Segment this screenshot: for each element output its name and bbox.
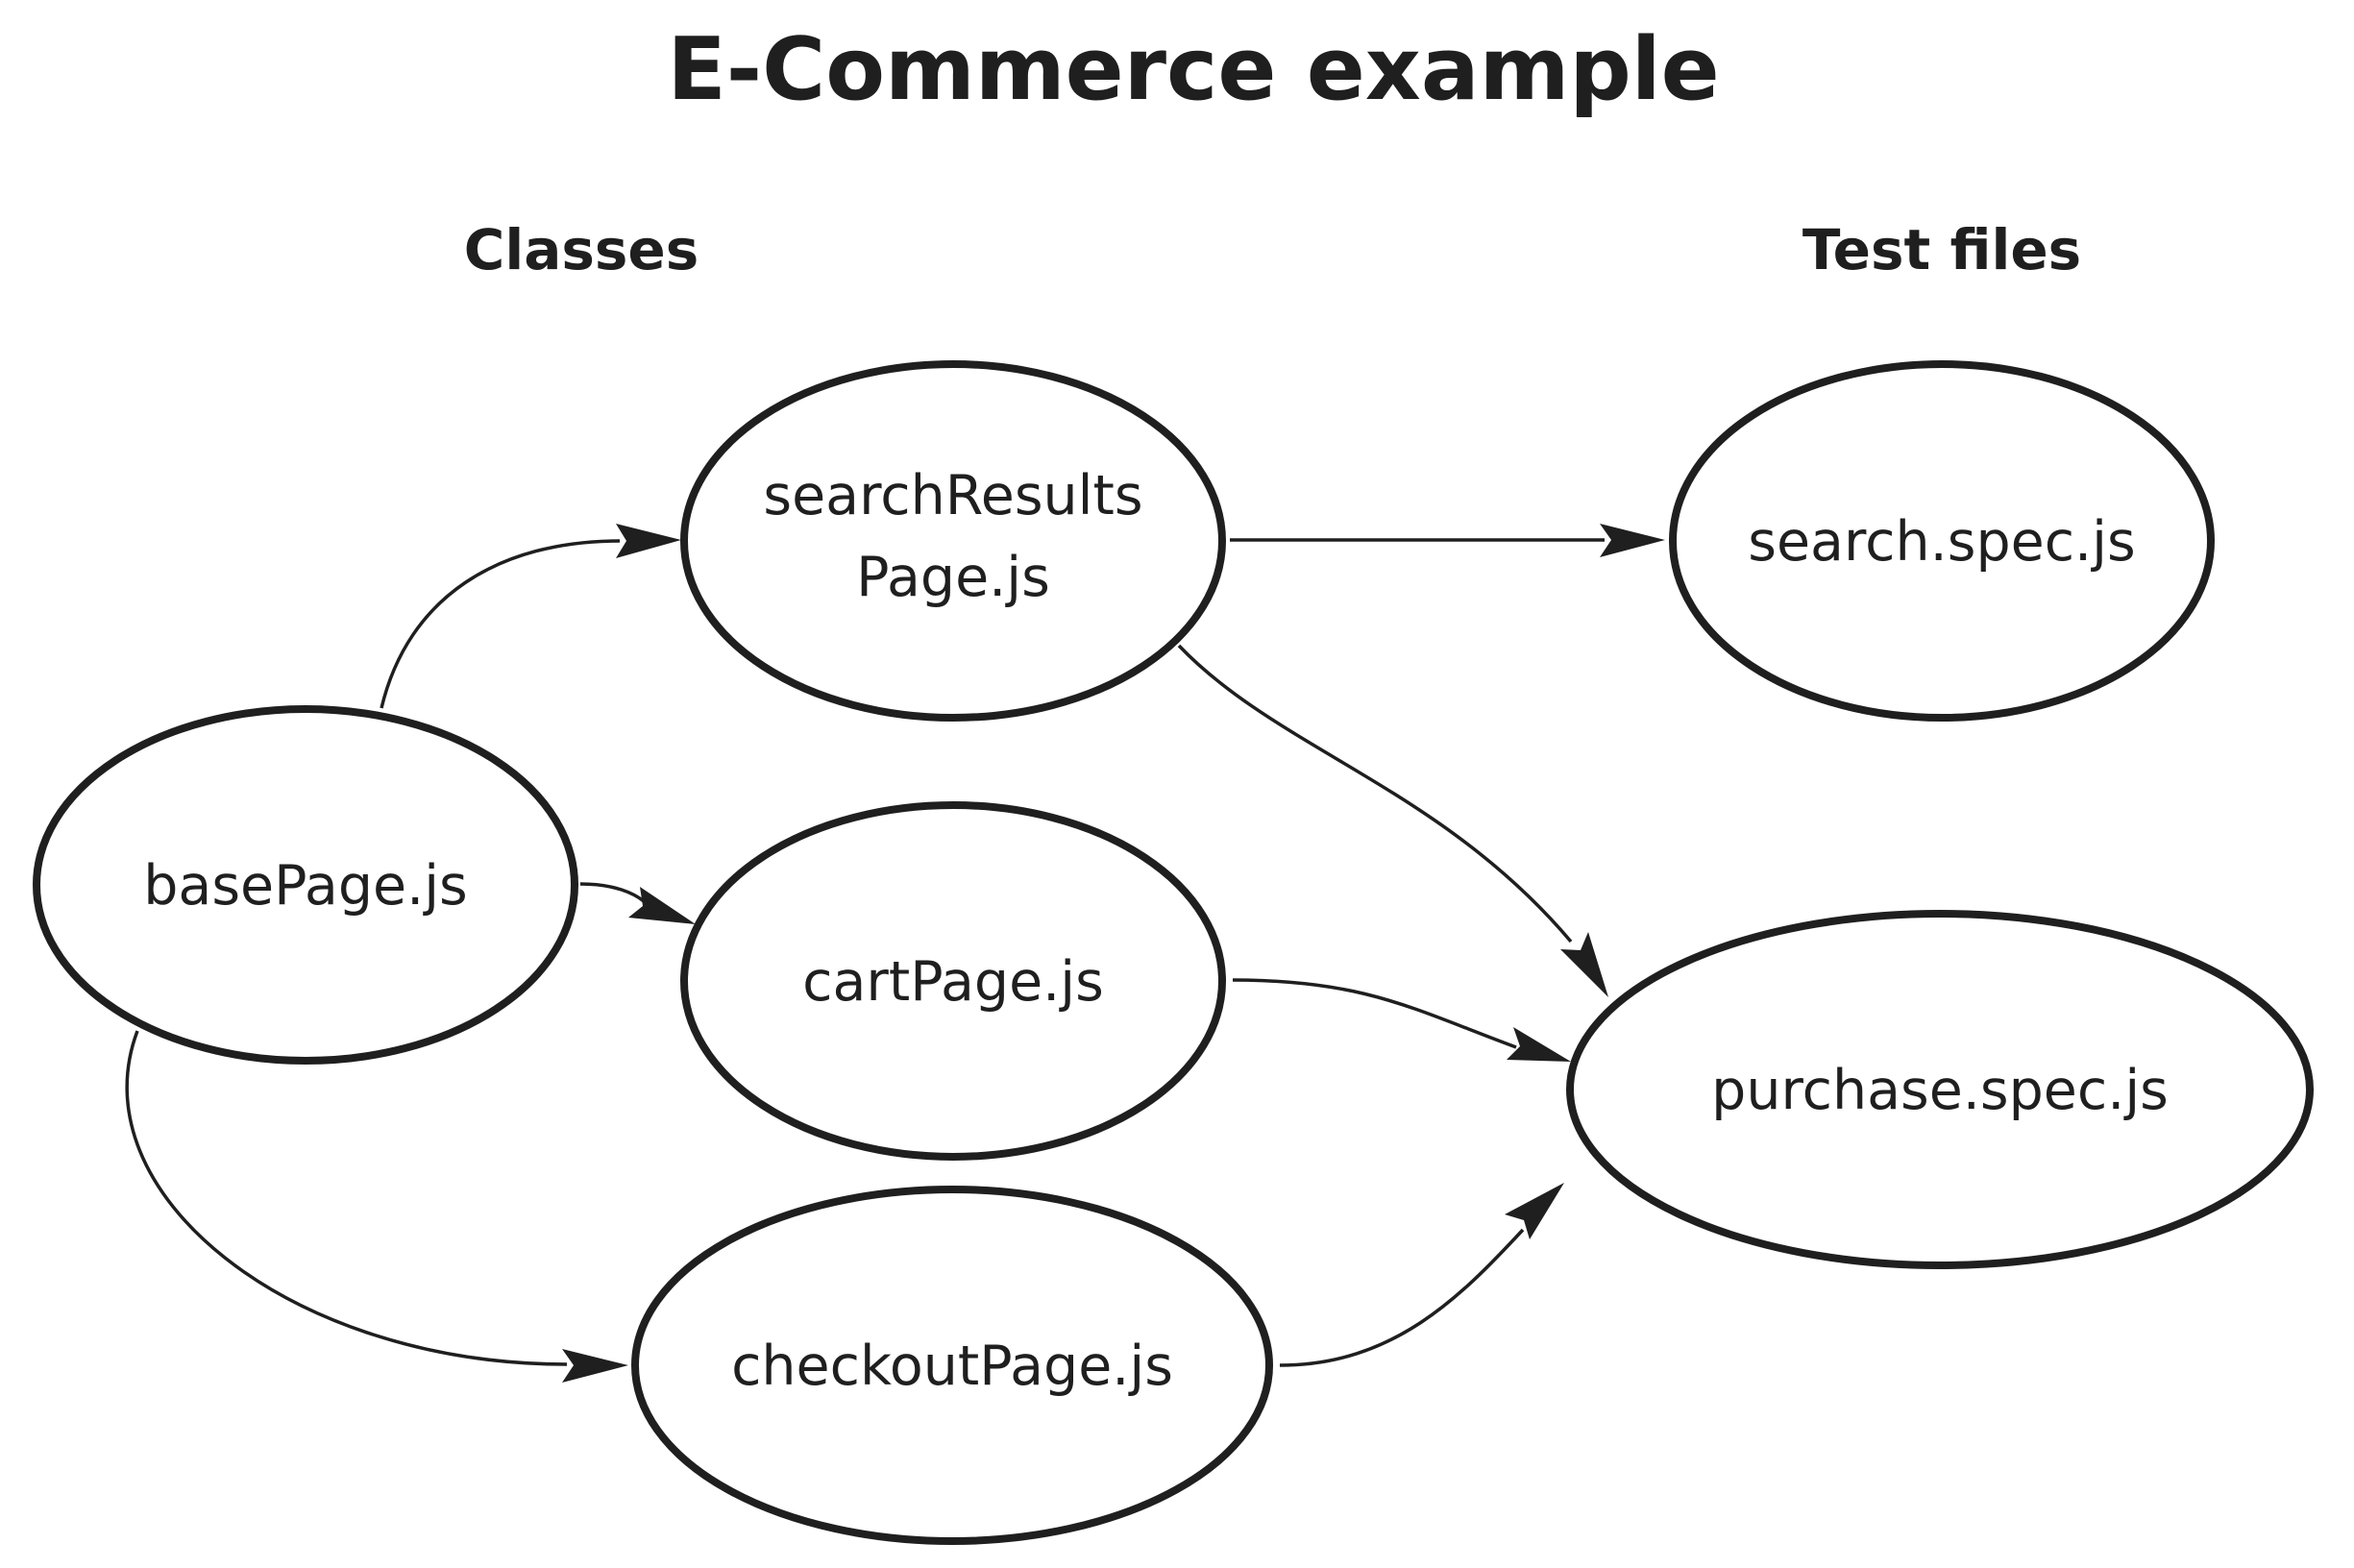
node-searchresultspage-label-line2: Page.js xyxy=(856,546,1050,609)
arrow-head-purchasespec-from-checkout xyxy=(1505,1183,1564,1239)
node-purchasespec-ellipse xyxy=(1566,910,2314,1269)
edge-basepage-to-checkoutpage xyxy=(125,1030,568,1366)
node-checkoutpage-label: checkoutPage.js xyxy=(731,1335,1173,1398)
arrow-head-purchasespec-from-cart xyxy=(1507,1027,1571,1062)
node-searchspec-label: search.spec.js xyxy=(1748,510,2135,574)
arrow-head-cartpage xyxy=(628,887,696,924)
classes-heading: Classes xyxy=(464,217,699,282)
arrow-head-checkoutpage xyxy=(562,1349,628,1383)
node-basepage-ellipse xyxy=(33,705,578,1065)
node-purchasespec-label: purchase.spec.js xyxy=(1711,1059,2169,1122)
node-purchasespec: purchase.spec.js xyxy=(1566,910,2314,1269)
edge-checkoutpage-to-purchasespec xyxy=(1279,1228,1525,1367)
node-cartpage-label: cartPage.js xyxy=(802,950,1104,1014)
node-searchspec: search.spec.js xyxy=(1669,360,2215,722)
arrow-head-purchasespec-from-searchresults xyxy=(1560,932,1608,997)
node-searchresultspage-ellipse xyxy=(680,360,1226,722)
arrow-head-searchspec xyxy=(1600,524,1665,557)
edges xyxy=(125,524,1665,1383)
node-checkoutpage: checkoutPage.js xyxy=(631,1186,1273,1545)
node-basepage-label: basePage.js xyxy=(143,854,468,918)
edge-cartpage-to-purchasespec xyxy=(1232,978,1517,1049)
edge-basepage-to-cartpage xyxy=(579,882,646,903)
test-files-heading: Test files xyxy=(1802,217,2081,282)
node-searchresultspage: searchResults Page.js xyxy=(680,360,1226,722)
edge-basepage-to-searchresultspage xyxy=(380,539,621,709)
arrow-head-searchresultspage xyxy=(616,524,681,558)
node-checkoutpage-ellipse xyxy=(631,1186,1273,1545)
node-cartpage: cartPage.js xyxy=(680,801,1226,1161)
node-cartpage-ellipse xyxy=(680,801,1226,1161)
diagram-title: E-Commerce example xyxy=(667,19,1719,120)
node-searchspec-ellipse xyxy=(1669,360,2215,722)
node-searchresultspage-label-line1: searchResults xyxy=(763,464,1142,527)
node-basepage: basePage.js xyxy=(33,705,578,1065)
edge-searchresultspage-to-purchasespec xyxy=(1177,644,1573,943)
